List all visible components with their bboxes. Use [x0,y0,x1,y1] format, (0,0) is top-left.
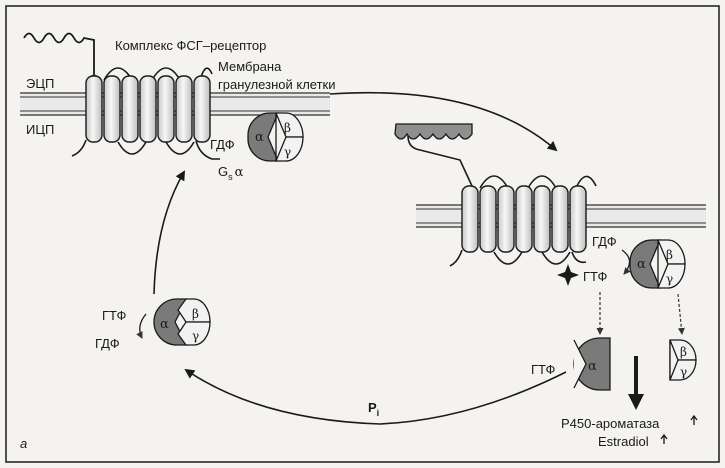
left-beta-label: β [284,121,291,135]
free-beta-gamma: β γ [669,339,697,381]
hydrolysis-arrow [136,313,147,339]
response-arrow-head [628,394,644,410]
mid-beta-label: β [192,307,199,321]
ecp-label: ЭЦП [26,76,54,91]
right-g-protein: α β γ [629,239,686,289]
return-arrow [184,368,567,425]
left-gdp-label: ГДФ [210,137,235,152]
free-beta-label: β [680,345,687,359]
estradiol-up-arrow-icon [660,433,668,444]
free-alpha-gtp-label: ГТФ [531,362,556,377]
complex-label: Комплекс ФСГ–рецептор [115,38,266,53]
right-gamma-label: γ [666,272,673,286]
left-membrane [20,92,330,116]
activation-arrow [329,91,558,152]
left-g-protein: α β γ [247,112,304,162]
aromatase-up-arrow-icon [690,414,698,425]
activation-star-icon [557,264,579,286]
panel-label: a [20,436,27,451]
reassociated-g-protein: α β γ [153,298,211,346]
membrane-label-line2: гранулезной клетки [218,77,336,92]
membrane-label-line1: Мембрана [218,59,282,74]
pi-label: Pi [368,400,379,418]
cycle-up-arrow [153,170,186,295]
right-receptor [449,175,597,267]
mid-alpha-label: α [160,317,169,332]
right-alpha-label: α [637,257,646,272]
exchange-arrow [621,249,631,275]
right-gdp-label: ГДФ [592,234,617,249]
free-alpha-label: α [588,359,597,374]
mid-gtp-label: ГТФ [102,308,127,323]
right-beta-label: β [666,248,673,262]
free-alpha-gtp: α [573,337,611,391]
mid-gdp-label: ГДФ [95,336,120,351]
aromatase-label: P450-ароматаза [561,416,660,431]
left-gamma-label: γ [284,145,291,159]
dissociation-arrow-betagamma [677,293,685,335]
icp-label: ИЦП [26,122,54,137]
free-gamma-label: γ [680,365,687,379]
right-gtp-label: ГТФ [583,269,608,284]
figure-frame [5,5,720,463]
bound-hormone [394,123,477,195]
left-alpha-label: α [255,130,264,145]
mid-gamma-label: γ [192,329,199,343]
estradiol-label: Estradiol [598,434,649,449]
left-receptor [71,67,220,160]
fsh-hormone-chain [23,32,95,76]
